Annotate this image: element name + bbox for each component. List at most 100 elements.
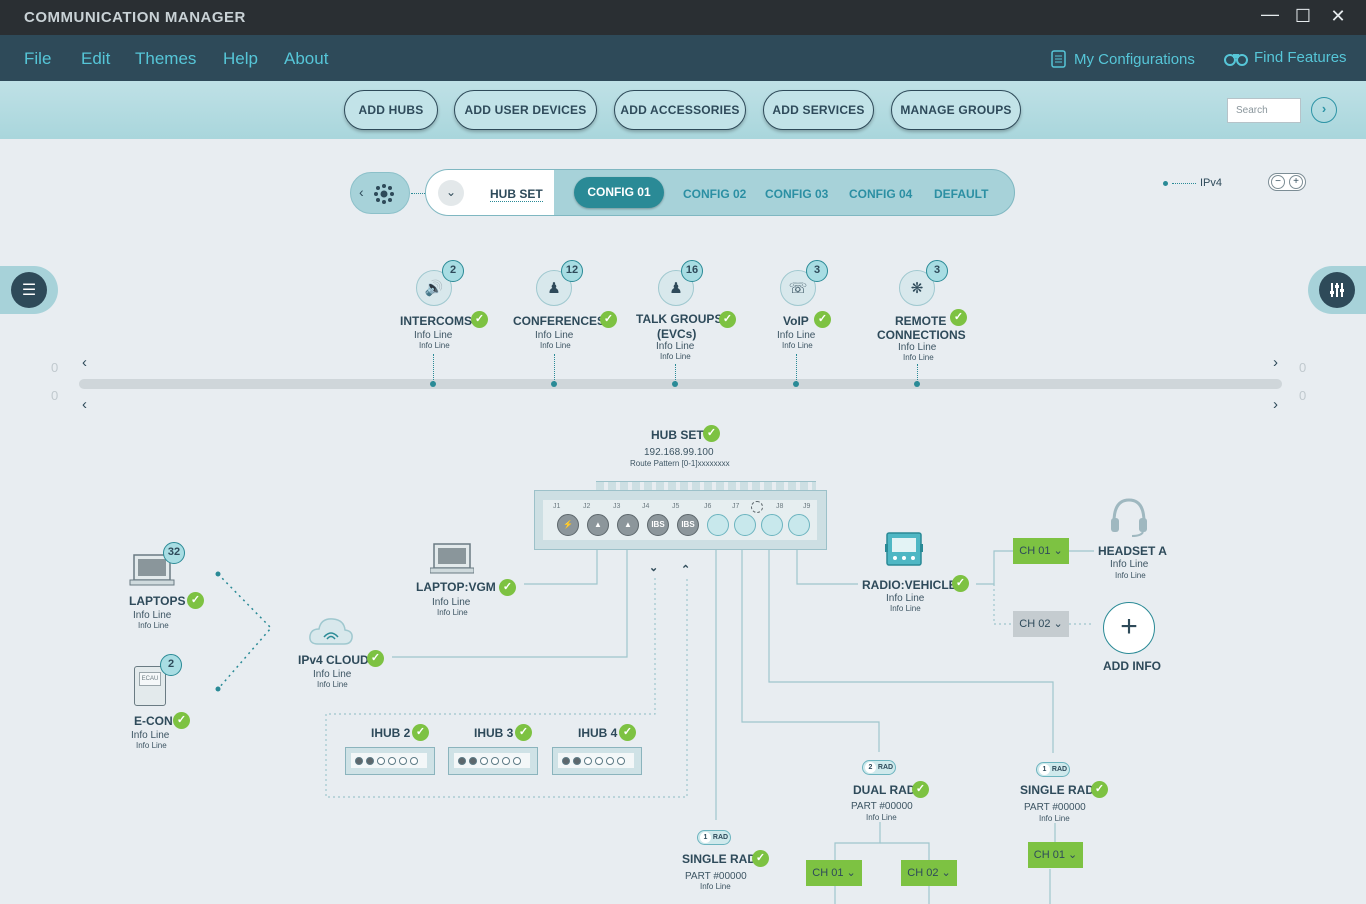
check-icon: ✓ [619,724,636,741]
tab-config-02[interactable]: CONFIG 02 [683,187,747,201]
laptop-icon[interactable] [430,542,474,574]
my-configurations-link[interactable]: My Configurations [1050,49,1195,69]
timeline-scrollbar[interactable] [79,379,1282,389]
menu-about[interactable]: About [284,49,329,68]
chevron-right-icon[interactable]: › [1273,354,1278,371]
info-line: Info Line [133,610,172,621]
chevrons-down-icon[interactable]: ⌄ [649,562,659,574]
talk-groups-label[interactable]: TALK GROUPS [636,312,723,326]
single-rad-label[interactable]: SINGLE RAD [1020,783,1095,797]
info-line-small: Info Line [136,741,167,750]
menu-edit[interactable]: Edit [81,49,111,68]
ihub-3-label[interactable]: IHUB 3 [474,726,514,740]
tab-config-03[interactable]: CONFIG 03 [765,187,829,201]
find-features-link[interactable]: Find Features [1224,49,1347,66]
check-icon: ✓ [515,724,532,741]
chevron-right-icon[interactable]: › [1273,396,1278,413]
connector-line [411,193,425,194]
minimize-icon[interactable]: — [1261,4,1279,24]
talk-group-icon[interactable]: ♟ [658,270,694,306]
maximize-icon[interactable]: ☐ [1294,6,1312,26]
radio-vehicle-label[interactable]: RADIO:VEHICLE [862,578,957,592]
hub-set-label[interactable]: HUB SET [651,428,704,442]
conferences-count-badge: 12 [561,260,583,282]
info-line: Info Line [414,330,453,341]
clipboard-icon [1051,50,1066,68]
add-services-button[interactable]: ADD SERVICES [763,90,874,130]
ihub-4-device[interactable] [552,747,642,775]
remote-connections-count-badge: 3 [926,260,948,282]
ihub-3-device[interactable] [448,747,538,775]
chevron-left-icon[interactable]: ‹ [82,354,87,371]
port-network-icon[interactable]: ▲ [617,514,639,536]
port-power-icon[interactable]: ⚡ [557,514,579,536]
port-ibs[interactable]: IBS [647,514,669,536]
chevrons-up-icon[interactable]: ⌃ [681,564,691,576]
zoom-in-icon[interactable]: + [1289,175,1303,189]
menu-file[interactable]: File [24,49,52,68]
dual-rad-label[interactable]: DUAL RAD [853,783,916,797]
search-go-icon[interactable]: › [1311,97,1337,123]
tab-config-04[interactable]: CONFIG 04 [849,187,913,201]
channel-01-dropdown[interactable]: CH 01 ⌄ [1013,538,1069,564]
ihub-2-device[interactable] [345,747,435,775]
tab-config-01[interactable]: CONFIG 01 [574,177,664,208]
ipv4-legend: IPv4 [1163,177,1222,189]
info-line: Info Line [777,330,816,341]
list-panel-button[interactable]: ☰ [0,266,58,314]
port-empty[interactable] [707,514,729,536]
close-icon[interactable]: ✕ [1330,6,1346,26]
channel-01-dropdown[interactable]: CH 01 ⌄ [806,860,862,886]
single-rad-label[interactable]: SINGLE RAD [682,852,757,866]
search-input[interactable]: Search [1227,98,1301,123]
add-hubs-button[interactable]: ADD HUBS [344,90,438,130]
add-info-label[interactable]: ADD INFO [1103,659,1161,673]
laptops-label[interactable]: LAPTOPS [129,594,186,608]
headset-icon[interactable] [1108,496,1150,538]
port-empty[interactable] [734,514,756,536]
ipv4-cloud-label[interactable]: IPv4 CLOUD [298,653,369,667]
info-line-small: Info Line [138,621,169,630]
econ-count-badge: 2 [160,654,182,676]
laptop-vgm-label[interactable]: LAPTOP:VGM [416,580,496,594]
voip-label[interactable]: VoIP [783,314,809,328]
econ-label[interactable]: E-CON [134,714,173,728]
hub-device[interactable]: J1 J2 J3 J4 J5 J6 J7 J8 J9 ⚡ ▲ ▲ IBS IBS [534,490,827,550]
port-network-icon[interactable]: ▲ [587,514,609,536]
channel-02-dropdown[interactable]: CH 02 ⌄ [901,860,957,886]
port-empty[interactable] [788,514,810,536]
hub-selector-button[interactable]: ‹ [350,172,410,214]
intercoms-label[interactable]: INTERCOMS [400,314,472,328]
zoom-out-icon[interactable]: − [1271,175,1285,189]
conferences-label[interactable]: CONFERENCES [513,314,606,328]
laptops-count-badge: 32 [163,542,185,564]
manage-groups-button[interactable]: MANAGE GROUPS [891,90,1021,130]
econ-device-icon[interactable]: ECAU [134,666,166,706]
add-user-devices-button[interactable]: ADD USER DEVICES [454,90,597,130]
tab-default[interactable]: DEFAULT [934,187,989,201]
single-rad-part: PART #00000 [685,871,747,882]
headset-a-label[interactable]: HEADSET A [1098,544,1167,558]
ihub-2-label[interactable]: IHUB 2 [371,726,411,740]
menu-help[interactable]: Help [223,49,258,68]
chevron-left-icon[interactable]: ‹ [82,396,87,413]
voip-icon[interactable]: ☏ [780,270,816,306]
cloud-icon[interactable] [308,614,354,648]
port-ibs[interactable]: IBS [677,514,699,536]
chevron-down-icon[interactable]: ⌄ [438,180,464,206]
ihub-4-label[interactable]: IHUB 4 [578,726,618,740]
speaker-icon[interactable]: 🔊 [416,270,452,306]
add-accessories-button[interactable]: ADD ACCESSORIES [614,90,746,130]
hub-set-dropdown[interactable]: HUB SET [490,187,543,202]
check-icon: ✓ [412,724,429,741]
remote-label[interactable]: REMOTE [895,314,947,328]
channel-02-dropdown[interactable]: CH 02 ⌄ [1013,611,1069,637]
econ-screen: ECAU [139,672,161,686]
menu-themes[interactable]: Themes [135,49,197,68]
port-empty[interactable] [761,514,783,536]
channel-01-dropdown[interactable]: CH 01 ⌄ [1028,842,1083,868]
settings-panel-button[interactable] [1308,266,1366,314]
radio-icon[interactable] [885,530,923,570]
add-info-plus-icon[interactable]: + [1103,602,1155,654]
